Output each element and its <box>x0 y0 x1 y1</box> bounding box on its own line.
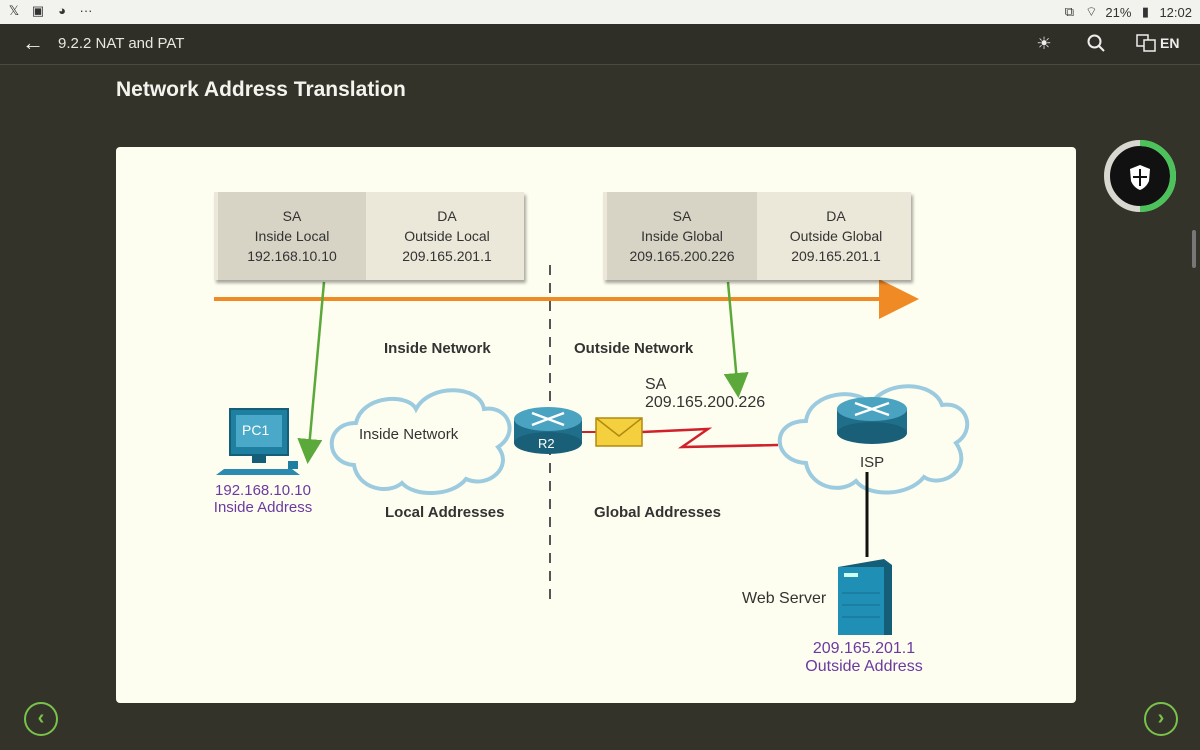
next-page-button[interactable]: › <box>1144 702 1178 736</box>
more-notifications-icon: ··· <box>79 3 93 18</box>
previous-page-button[interactable]: ‹ <box>24 702 58 736</box>
battery-percent: 21% <box>1105 4 1132 20</box>
flipboard-icon: ▣ <box>31 3 45 18</box>
router-isp-icon <box>837 397 907 444</box>
brightness-icon[interactable]: ☀ <box>1036 34 1052 53</box>
diagram-graphics <box>214 265 970 635</box>
pc1-label: PC1 <box>242 422 270 438</box>
web-server-icon <box>838 559 892 635</box>
serial-link-red <box>641 427 779 449</box>
outside-network-heading: Outside Network <box>574 340 694 357</box>
inside-global-pointer-arrow <box>723 281 749 398</box>
packet-envelope-icon <box>595 417 643 447</box>
wifi-icon: ⌔ <box>1085 4 1098 19</box>
web-server-address: 209.165.201.1 Outside Address <box>805 640 923 675</box>
inside-packet-da: DA Outside Local 209.165.201.1 <box>402 208 492 264</box>
x-app-icon: 𝕏 <box>8 3 20 18</box>
search-icon[interactable] <box>1086 34 1106 54</box>
inside-network-cloud <box>329 388 512 496</box>
sa-callout: SA 209.165.200.226 <box>645 376 766 411</box>
app-header: ← 9.2.2 NAT and PAT ☀ EN <box>0 24 1200 65</box>
nat-diagram-panel: SA Inside Local 192.168.10.10 DA Outside… <box>116 147 1076 703</box>
translate-icon[interactable] <box>1136 34 1156 54</box>
outside-packet-sa: SA Inside Global 209.165.200.226 <box>607 192 757 280</box>
module-title: 9.2.2 NAT and PAT <box>58 35 185 52</box>
router-r2-icon <box>514 407 582 454</box>
system-status-bar: 𝕏 ▣ ◕ ··· ⧉ ⌔ 21% ▮ 12:02 <box>0 0 1200 24</box>
progress-shield-badge[interactable] <box>1103 139 1177 213</box>
language-selector[interactable]: EN <box>1160 35 1180 51</box>
isp-label: ISP <box>860 454 885 471</box>
cast-icon: ⧉ <box>1064 4 1075 19</box>
battery-icon: ▮ <box>1141 4 1150 19</box>
r2-label: R2 <box>538 436 555 451</box>
pc1-computer-icon <box>216 408 300 475</box>
inside-packet-header: SA Inside Local 192.168.10.10 DA Outside… <box>214 192 524 280</box>
chevron-left-icon: ‹ <box>37 707 45 729</box>
clock: 12:02 <box>1159 4 1192 20</box>
web-server-label: Web Server <box>742 590 827 607</box>
outside-packet-header: SA Inside Global 209.165.200.226 DA Outs… <box>603 192 911 280</box>
inside-cloud-label: Inside Network <box>359 426 459 443</box>
scrollbar-thumb[interactable] <box>1192 230 1196 268</box>
page-heading: Network Address Translation <box>116 78 406 101</box>
chevron-right-icon: › <box>1157 707 1165 729</box>
local-addresses-label: Local Addresses <box>385 504 505 521</box>
app-circle-icon: ◕ <box>58 3 66 18</box>
inside-network-heading: Inside Network <box>384 340 491 357</box>
back-arrow-icon[interactable]: ← <box>22 30 44 55</box>
inside-local-pointer-arrow <box>297 281 326 464</box>
global-addresses-label: Global Addresses <box>594 504 721 521</box>
inside-packet-sa: SA Inside Local 192.168.10.10 <box>218 192 366 280</box>
pc1-address: 192.168.10.10 Inside Address <box>213 482 313 516</box>
outside-packet-da: DA Outside Global 209.165.201.1 <box>789 208 883 264</box>
